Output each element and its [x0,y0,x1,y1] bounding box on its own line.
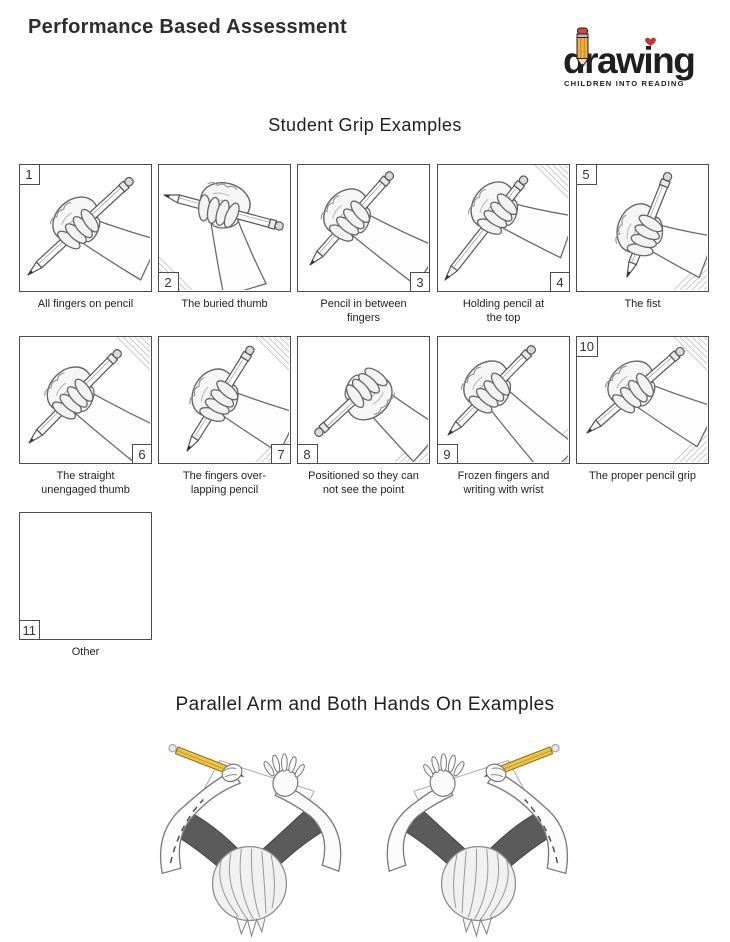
hand-grip-sketch [27,176,150,281]
panel-number-badge: 4 [549,271,569,291]
panel-number-badge: 3 [409,271,429,291]
panel-number-badge: 6 [131,443,151,463]
panel-number-badge: 9 [438,443,458,463]
grip-panel: 1 All fingers on pencil [19,164,152,311]
overhead-writing-figure-left [159,744,342,938]
hand-grip-sketch [586,337,707,462]
panel-number-badge: 8 [298,443,318,463]
grip-panel: 5 The fist [576,164,709,311]
panel-caption: The fist [624,298,661,310]
grip-panel: 9 Frozen fingers and writing with wrist [437,336,570,497]
panel-caption: Positioned so they can not see the point [308,470,419,496]
logo-tagline: CHILDREN INTO READING [564,79,685,88]
grip-illustration-box: 5 [576,164,709,292]
panel-number-badge: 11 [20,619,40,639]
hand-grip-sketch [28,337,150,462]
overhead-writing-figure-right [386,744,569,938]
grip-illustration-box: 7 [158,336,291,464]
grip-panel: 11 Other [19,512,152,659]
panel-caption: The straight unengaged thumb [41,470,130,496]
page-title: Performance Based Assessment [28,16,347,38]
logo-heart-icon [645,37,656,46]
parallel-section-title: Parallel Arm and Both Hands On Examples [175,694,555,715]
panel-caption: Pencil in between fingers [320,298,407,324]
drawing-children-into-reading-logo: drawing CHILDREN INTO READING [563,27,696,88]
grip-panel: 8 Positioned so they can not see the poi… [297,336,430,497]
panel-caption: Frozen fingers and writing with wrist [457,470,550,496]
grip-illustration-box: 9 [437,336,570,464]
panel-caption: The buried thumb [181,298,268,310]
grip-panel: 4 Holding pencil at the top [437,164,570,325]
panel-number-badge: 1 [20,165,40,185]
grip-panel: 2 The buried thumb [158,164,291,311]
panel-number-badge: 5 [577,165,597,185]
grip-illustration-box: 2 [158,164,291,292]
grip-illustration-box: 10 [576,336,709,464]
panel-caption: The proper pencil grip [588,470,696,482]
grip-illustration-box: 6 [19,336,152,464]
panel-caption: Other [71,646,100,658]
hand-grip-sketch [447,345,568,462]
grip-illustration-box: 1 [19,164,152,292]
hand-grip-sketch [309,171,428,287]
panel-caption: Holding pencil at the top [462,298,545,324]
hand-grip-sketch [615,171,707,290]
hand-grip-sketch [186,337,289,462]
panel-number-badge: 7 [270,443,290,463]
hand-grip-sketch [314,367,428,462]
grip-panel: 6 The straight unengaged thumb [19,336,152,497]
panel-number-badge: 2 [159,271,179,291]
grip-illustration-box: 11 [19,512,152,640]
grip-illustration-box: 3 [297,164,430,292]
grip-panel: 10 The proper pencil grip [576,336,709,483]
grip-section-title: Student Grip Examples [268,115,462,135]
panel-caption: The fingers over- lapping pencil [182,470,267,496]
panel-number-badge: 10 [577,337,598,357]
hand-grip-sketch [444,165,568,281]
panel-caption: All fingers on pencil [37,298,134,310]
grip-panel: 7 The fingers over- lapping pencil [158,336,291,497]
hand-grip-sketch [159,181,284,290]
grip-illustration-box: 8 [297,336,430,464]
grip-panel: 3 Pencil in between fingers [297,164,430,325]
logo-pencil-icon [576,27,589,68]
grip-illustration-box: 4 [437,164,570,292]
